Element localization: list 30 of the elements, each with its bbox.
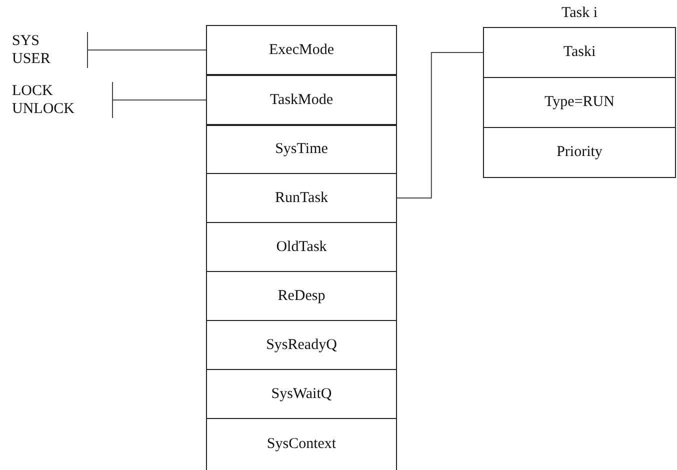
field-cell <box>483 27 676 78</box>
field-label: SysTime <box>275 141 328 158</box>
option-text: LOCK UNLOCK <box>12 82 76 118</box>
field-label: Type=RUN <box>544 94 614 111</box>
field-label: Priority <box>556 144 602 161</box>
field-label: Taski <box>563 44 596 61</box>
record-title: Task i <box>560 4 599 23</box>
field-label: ReDesp <box>278 288 326 304</box>
field-cell <box>206 25 397 75</box>
option-list <box>12 32 88 68</box>
connector-line <box>396 52 484 198</box>
field-label: TaskMode <box>270 92 334 108</box>
field-label: SysWaitQ <box>271 386 332 402</box>
field-cell <box>206 418 397 470</box>
field-label: SysReadyQ <box>266 336 337 354</box>
field-cell <box>483 127 676 178</box>
field-cell <box>206 271 397 321</box>
field-label: RunTask <box>274 190 328 206</box>
field-cell <box>206 369 397 419</box>
option-text: SYS USER <box>12 32 52 68</box>
field-cell <box>206 222 397 272</box>
option-list <box>12 82 113 118</box>
field-cell <box>206 173 397 223</box>
field-cell <box>206 125 397 174</box>
field-label: OldTask <box>276 238 327 256</box>
field-cell <box>206 320 397 370</box>
field-cell <box>206 75 397 125</box>
field-cell <box>483 77 676 128</box>
field-label: SysContext <box>266 436 336 453</box>
field-label: ExecMode <box>269 42 334 58</box>
